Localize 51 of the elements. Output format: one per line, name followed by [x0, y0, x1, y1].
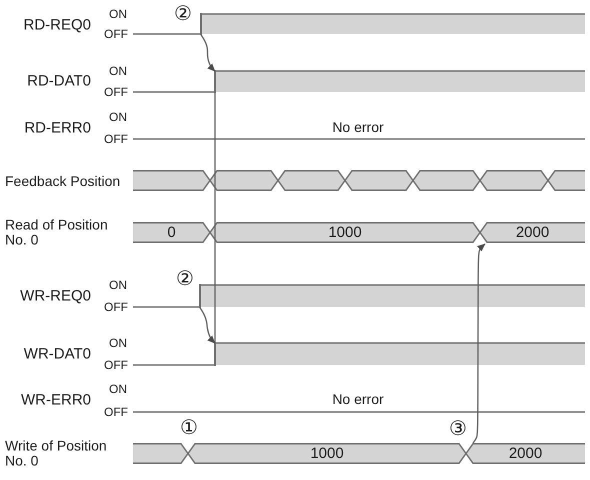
connector-line [214, 92, 216, 342]
bus-value: 0 [167, 225, 176, 240]
callout-number: ③ [449, 418, 467, 438]
rising-edge [214, 342, 216, 366]
status-text: No error [332, 120, 384, 134]
bus-segment [133, 222, 210, 243]
signal-name: RD-ERR0 [24, 120, 91, 136]
level-label: OFF [104, 301, 128, 313]
bus-segment [133, 443, 188, 464]
signal-name: RD-DAT0 [27, 74, 91, 88]
callout-number: ② [176, 268, 194, 288]
bus-segment [548, 170, 585, 191]
rising-edge [199, 284, 201, 308]
level-label: ON [109, 8, 127, 20]
callout-number: ② [174, 3, 192, 23]
level-label: OFF [104, 133, 128, 145]
bus-segment [466, 443, 585, 464]
bus-segment [480, 170, 548, 191]
level-label: OFF [104, 86, 128, 98]
signal-name: WR-ERR0 [21, 392, 91, 408]
level-label: OFF [104, 28, 128, 40]
arrow [199, 307, 216, 344]
level-label: ON [109, 337, 127, 349]
bus-value: 2000 [516, 225, 550, 240]
bus-segment [345, 170, 413, 191]
level-label: OFF [104, 359, 128, 371]
arrow [200, 34, 216, 72]
status-text: No error [332, 392, 384, 406]
level-label: ON [109, 279, 127, 291]
bus-segment [480, 222, 585, 243]
level-label: ON [109, 65, 127, 77]
bus-segment [210, 170, 278, 191]
level-label: ON [109, 111, 127, 123]
bus-segment [413, 170, 480, 191]
level-label: OFF [104, 406, 128, 418]
rising-edge [200, 13, 202, 35]
row-label: Write of Position No. 0 [5, 438, 108, 468]
signal-name: WR-REQ0 [20, 288, 91, 304]
bus-segment [133, 170, 210, 191]
callout-number: ① [180, 417, 198, 437]
arrow [472, 244, 486, 444]
signal-name: RD-REQ0 [23, 18, 91, 32]
row-label: Feedback Position [5, 174, 120, 188]
bus-value: 1000 [328, 225, 362, 240]
level-label: ON [109, 383, 127, 395]
signal-name: WR-DAT0 [24, 346, 91, 362]
bus-value: 2000 [508, 446, 542, 461]
rising-edge [214, 70, 216, 93]
row-label: Read of Position No. 0 [5, 217, 109, 247]
bus-value: 1000 [310, 446, 344, 461]
bus-segment [278, 170, 345, 191]
